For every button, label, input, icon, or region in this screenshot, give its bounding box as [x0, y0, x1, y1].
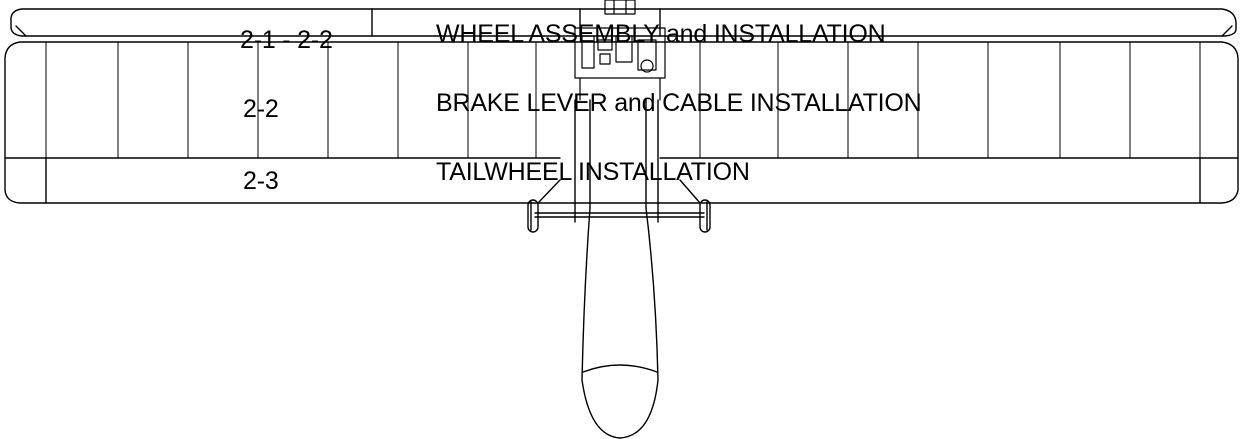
fuselage — [574, 99, 659, 439]
toc-item-2-title[interactable]: BRAKE LEVER and CABLE INSTALLATION — [436, 89, 922, 117]
toc-item-3-section[interactable]: 2-3 — [243, 167, 279, 195]
engine-cabane-detail — [574, 0, 666, 101]
toc-item-1-section[interactable]: 2-1 - 2-2 — [240, 26, 333, 54]
toc-item-1-title[interactable]: WHEEL ASSEMBLY and INSTALLATION — [436, 20, 886, 48]
toc-item-3-title[interactable]: TAILWHEEL INSTALLATION — [436, 158, 750, 186]
wing-ribs — [45, 41, 1201, 159]
upper-wing — [10, 8, 1237, 37]
landing-gear — [527, 179, 711, 233]
toc-item-2-section[interactable]: 2-2 — [243, 95, 279, 123]
